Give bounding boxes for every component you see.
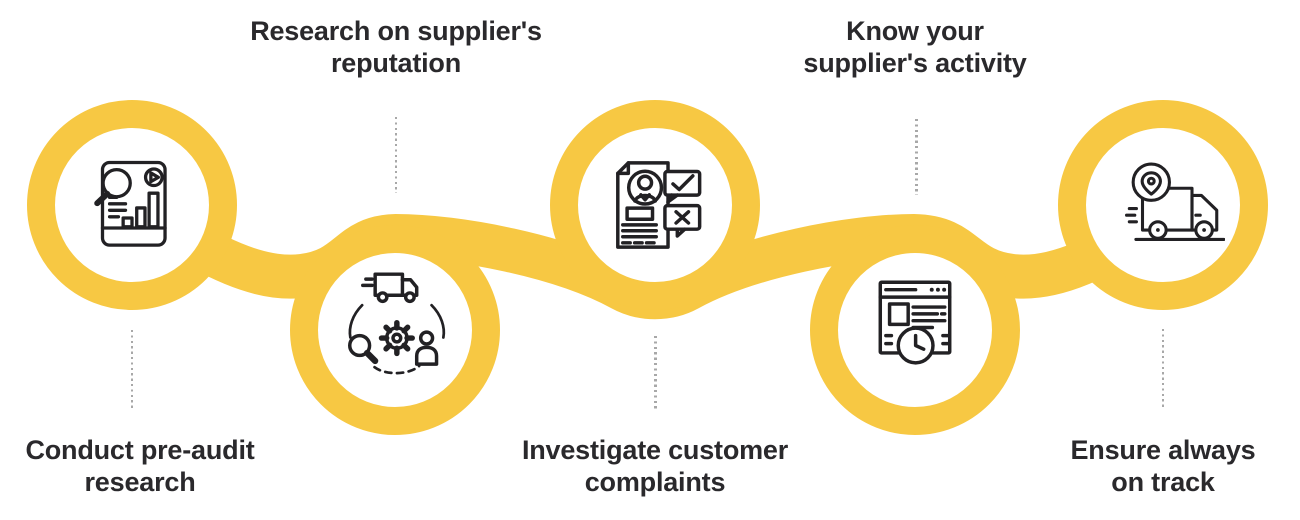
step-5-label-line-1: Ensure always <box>1070 435 1256 465</box>
step-1-label-line-2: research <box>84 467 196 497</box>
step-2-label-line-2: reputation <box>331 48 461 78</box>
dotted-leader-step-1 <box>130 330 133 408</box>
step-3-label: Investigate customer complaints <box>495 434 815 498</box>
activity-monitor-clock-icon <box>853 268 977 392</box>
dotted-leader-step-5 <box>1161 329 1164 407</box>
step-5-label-line-2: on track <box>1111 467 1215 497</box>
delivery-tracking-icon <box>1115 147 1225 257</box>
dotted-leader-step-3 <box>654 336 657 409</box>
step-4-label: Know your supplier's activity <box>755 15 1075 79</box>
report-analysis-icon <box>73 146 191 264</box>
step-4-label-line-1: Know your <box>846 16 984 46</box>
step-circle-3 <box>550 100 760 310</box>
step-circle-5 <box>1058 100 1268 310</box>
step-circle-1 <box>27 100 237 310</box>
supply-chain-cycle-icon <box>333 268 457 392</box>
step-3-label-line-1: Investigate customer <box>521 435 789 465</box>
customer-feedback-review-icon <box>593 143 717 267</box>
step-5-label: Ensure always on track <box>1030 434 1296 498</box>
step-1-label-line-1: Conduct pre-audit <box>25 435 255 465</box>
step-1-label: Conduct pre-audit research <box>7 434 273 498</box>
step-3-label-line-2: complaints <box>584 467 726 497</box>
step-circle-2 <box>290 225 500 435</box>
step-2-label: Research on supplier's reputation <box>236 15 556 79</box>
step-2-label-line-1: Research on supplier's <box>250 16 542 46</box>
dotted-leader-step-2 <box>394 117 397 193</box>
step-4-label-line-2: supplier's activity <box>803 48 1027 78</box>
dotted-leader-step-4 <box>915 119 918 195</box>
